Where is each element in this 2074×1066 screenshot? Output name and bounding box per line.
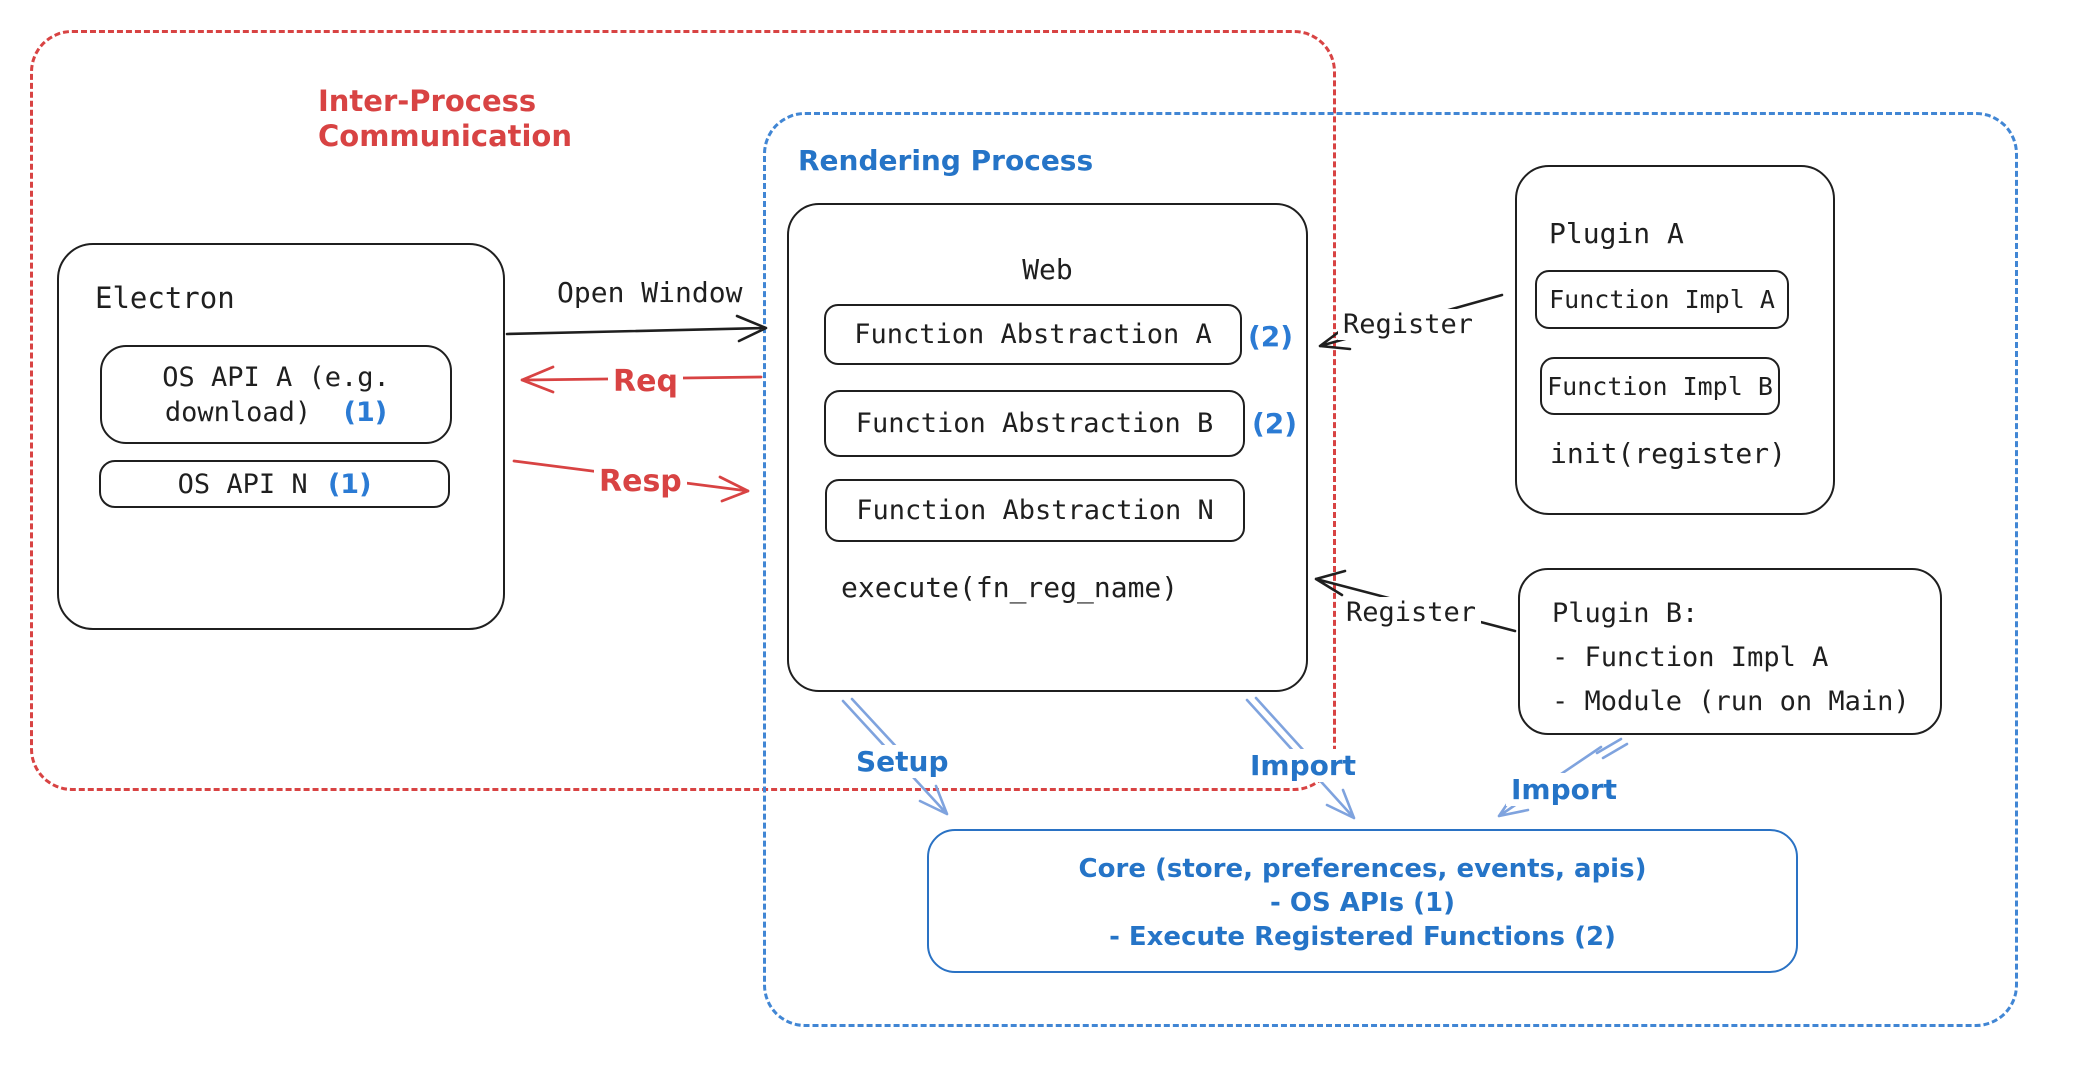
register-label-top: Register <box>1338 309 1479 340</box>
function-abstraction-a-label: Function Abstraction A <box>854 319 1212 350</box>
function-abstraction-b-badge: (2) <box>1252 407 1298 440</box>
plugin-a-impl-a-label: Function Impl A <box>1549 285 1775 314</box>
os-api-n-box: OS API N (1) <box>99 460 450 508</box>
ipc-boundary-label: Inter-Process Communication <box>318 84 573 153</box>
function-abstraction-a-badge: (2) <box>1248 320 1294 353</box>
execute-call-label: execute(fn_reg_name) <box>841 571 1179 604</box>
function-abstraction-b-box: Function Abstraction B <box>824 390 1245 457</box>
ipc-boundary-box <box>30 30 1336 791</box>
os-api-a-badge: (1) <box>343 396 388 428</box>
electron-box: Electron OS API A (e.g. download) (1) OS… <box>57 243 505 630</box>
plugin-a-impl-a-box: Function Impl A <box>1535 270 1789 329</box>
os-api-a-name: download) <box>164 396 312 428</box>
os-api-n-name: OS API N <box>177 468 308 500</box>
os-api-n-badge: (1) <box>327 468 372 500</box>
register-label-bottom: Register <box>1341 597 1482 628</box>
os-api-a-box: OS API A (e.g. download) (1) <box>100 345 452 444</box>
plugin-a-init-label: init(register) <box>1550 437 1787 470</box>
import-label-web: Import <box>1245 749 1362 782</box>
function-abstraction-a-box: Function Abstraction A <box>824 304 1242 365</box>
function-abstraction-n-label: Function Abstraction N <box>856 495 1214 526</box>
plugin-b-box: Plugin B: - Function Impl A - Module (ru… <box>1518 568 1942 735</box>
core-os-apis-line: - OS APIs (1) <box>1270 888 1455 918</box>
os-api-a-line2: download) (1) <box>165 395 387 430</box>
plugin-a-box: Plugin A Function Impl A Function Impl B… <box>1515 165 1835 515</box>
core-title-line: Core (store, preferences, events, apis) <box>1078 854 1647 884</box>
resp-label: Resp <box>594 464 687 499</box>
rendering-boundary-box <box>763 112 2018 1027</box>
rendering-boundary-label: Rendering Process <box>798 144 1094 177</box>
plugin-a-title: Plugin A <box>1549 217 1684 250</box>
function-abstraction-b-label: Function Abstraction B <box>855 408 1214 439</box>
plugin-b-module-line: - Module (run on Main) <box>1552 686 1910 717</box>
import-label-plugin-b: Import <box>1506 773 1623 806</box>
web-title: Web <box>1022 253 1073 286</box>
req-label: Req <box>608 364 683 399</box>
core-box: Core (store, preferences, events, apis) … <box>927 829 1798 973</box>
setup-label: Setup <box>851 745 954 778</box>
web-box: Web Function Abstraction A (2) Function … <box>787 203 1308 692</box>
core-execute-line: - Execute Registered Functions (2) <box>1109 922 1616 952</box>
plugin-a-impl-b-label: Function Impl B <box>1547 371 1773 401</box>
plugin-b-title: Plugin B: <box>1552 598 1699 629</box>
plugin-a-impl-b-box: Function Impl B <box>1540 357 1780 415</box>
plugin-b-impl-line: - Function Impl A <box>1552 642 1829 673</box>
open-window-label: Open Window <box>552 276 748 309</box>
os-api-a-line1: OS API A (e.g. <box>162 361 390 393</box>
function-abstraction-n-box: Function Abstraction N <box>825 479 1245 542</box>
electron-title: Electron <box>95 281 235 315</box>
